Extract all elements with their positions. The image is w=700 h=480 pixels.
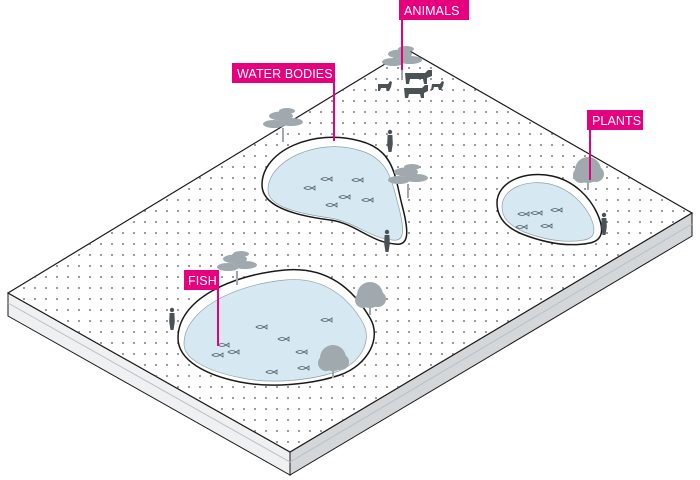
label-fish: FISH [184,270,219,346]
label-water-bodies-text: WATER BODIES [237,67,333,81]
dog-icon [378,81,392,91]
pond-right [496,173,603,246]
label-animals: ANIMALS [399,0,469,70]
dog-icon [431,81,444,90]
cow-icon [404,85,428,98]
label-water-bodies: WATER BODIES [232,63,335,141]
label-fish-text: FISH [188,274,217,288]
cow-icon [405,70,432,84]
pond-upper [261,136,408,245]
label-plants-text: PLANTS [592,114,641,128]
label-animals-text: ANIMALS [404,4,460,18]
label-plants: PLANTS [587,110,643,180]
